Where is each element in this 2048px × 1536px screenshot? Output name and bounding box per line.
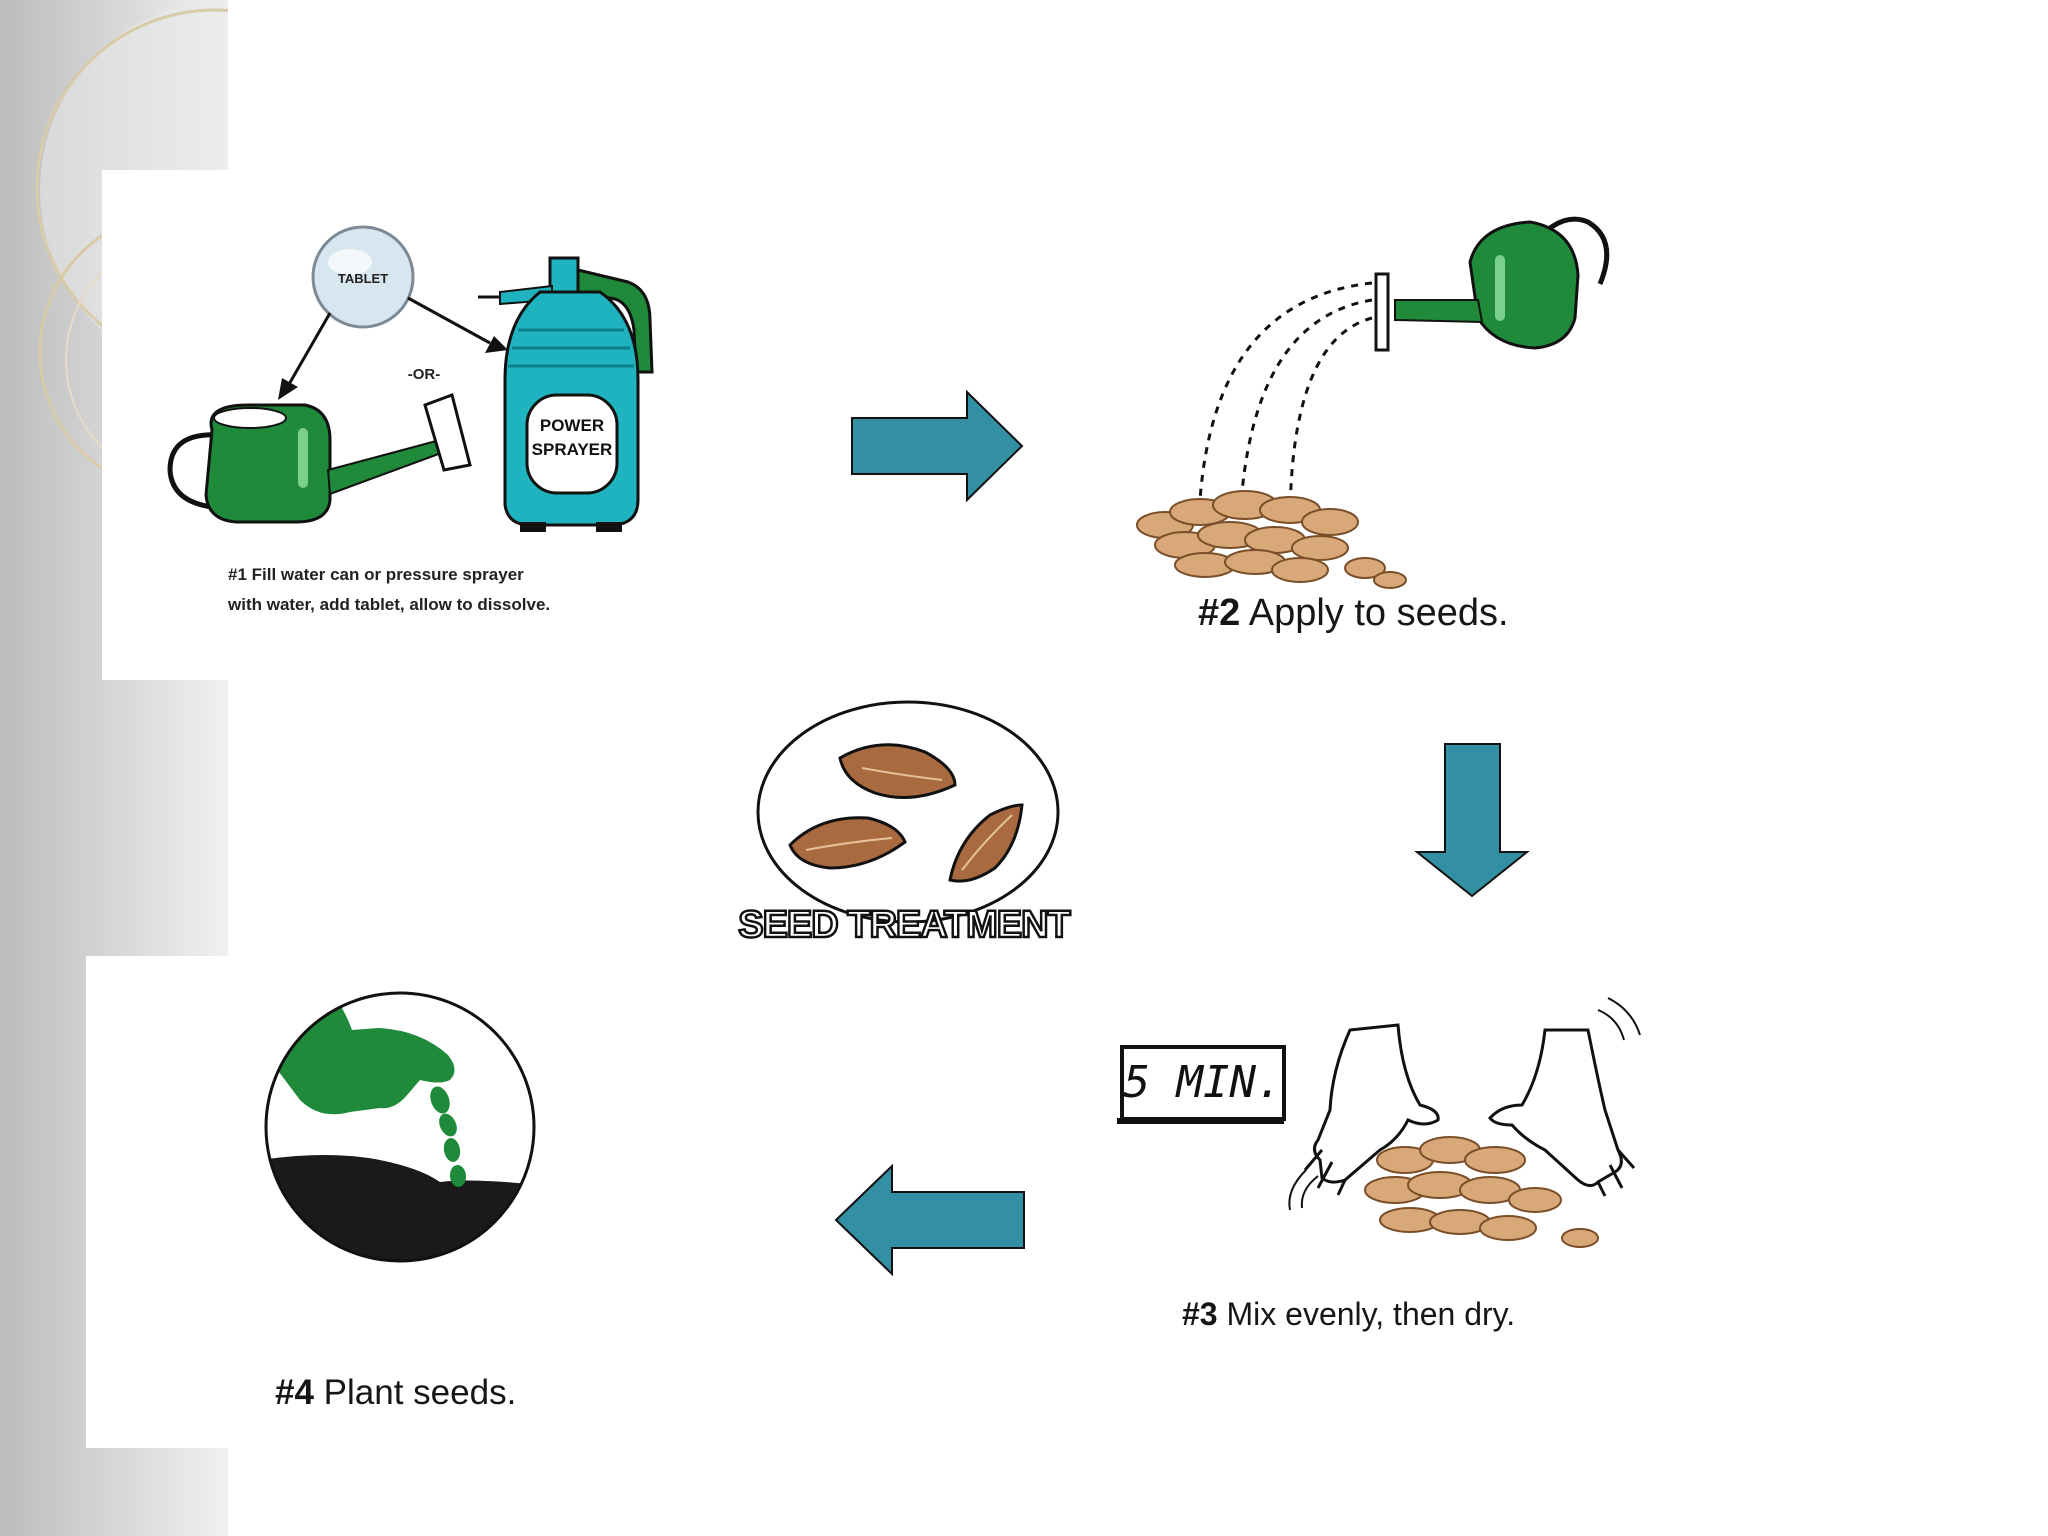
step-1-text-line2: with water, add tablet, allow to dissolv… — [228, 595, 551, 614]
water-stream — [1198, 281, 1373, 526]
flow-arrow-left — [834, 1163, 1025, 1277]
sprayer-label-line1: POWER — [540, 416, 604, 435]
or-label: -OR- — [408, 366, 441, 383]
sprayer-label-line2: SPRAYER — [532, 440, 613, 459]
timer-icon: 5 MIN. — [1117, 1045, 1286, 1124]
step-4-number: #4 — [275, 1373, 314, 1412]
seed-pile-icon — [1136, 490, 1407, 589]
flow-arrow-down — [1414, 743, 1530, 898]
step-3-number: #3 — [1182, 1296, 1218, 1332]
step-2-illustration — [1136, 216, 1610, 589]
step-1-text-line1: Fill water can or pressure sprayer — [251, 565, 524, 584]
timer-label: 5 MIN. — [1124, 1057, 1283, 1108]
step-3-illustration: 5 MIN. — [1117, 997, 1641, 1248]
step-3-text: Mix evenly, then dry. — [1226, 1296, 1516, 1332]
motion-lines — [1288, 997, 1641, 1211]
step-4-text: Plant seeds. — [323, 1373, 517, 1412]
watering-can-pouring-icon — [1374, 216, 1610, 352]
falling-seeds — [430, 1086, 467, 1187]
seed-pile-mixing-icon — [1364, 1136, 1599, 1248]
tablet-icon: TABLET — [311, 225, 415, 329]
step-2-caption: #2 Apply to seeds. — [1198, 592, 1509, 635]
planting-icon — [266, 993, 534, 1261]
flow-arrow-right — [851, 389, 1024, 503]
step-2-text: Apply to seeds. — [1248, 592, 1509, 634]
step-2-number: #2 — [1198, 592, 1241, 634]
step-1-number: #1 — [228, 565, 247, 584]
step-4-caption: #4 Plant seeds. — [275, 1373, 516, 1413]
pointer-arrow-to-sprayer — [407, 296, 508, 353]
left-hand-icon — [1303, 1023, 1440, 1196]
tablet-label: TABLET — [338, 271, 388, 286]
step-1-caption-line1: #1 Fill water can or pressure sprayer — [228, 560, 550, 590]
seed-treatment-label: SEED TREATMENT — [738, 904, 1070, 946]
right-hand-icon — [1488, 1028, 1636, 1197]
step-1-caption: #1 Fill water can or pressure sprayer wi… — [228, 560, 550, 620]
power-sprayer-icon: POWER SPRAYER — [478, 256, 654, 532]
seed-treatment-emblem: SEED TREATMENT — [737, 700, 1073, 947]
step-1-illustration: TABLET -OR- POWER SPRAY — [167, 225, 654, 532]
step-4-illustration — [264, 991, 536, 1263]
watering-can-icon — [167, 393, 472, 524]
step-3-caption: #3 Mix evenly, then dry. — [1182, 1296, 1515, 1333]
pointer-arrow-to-can — [278, 312, 332, 400]
